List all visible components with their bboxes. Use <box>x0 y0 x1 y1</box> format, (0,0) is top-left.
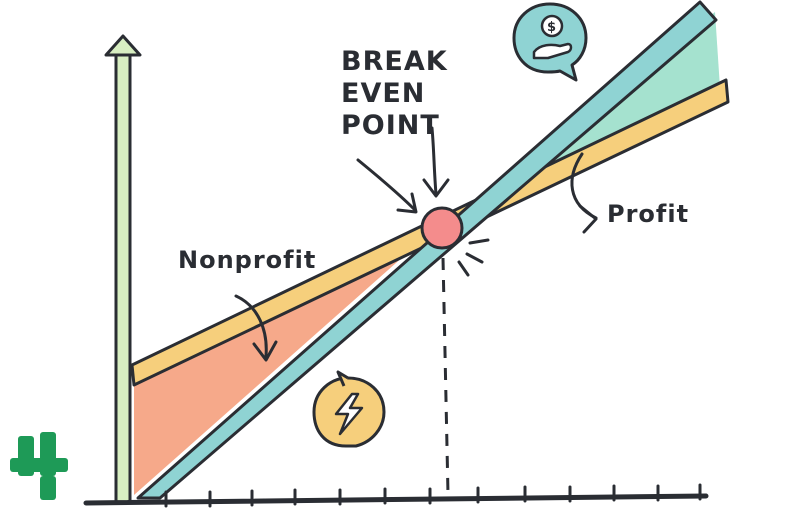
break-even-label-line2: EVEN <box>341 78 425 109</box>
y-axis-arrow <box>104 34 142 57</box>
profit-arrow-head <box>578 204 598 234</box>
profit-label: Profit <box>607 200 689 228</box>
sparkle-marks <box>457 238 490 277</box>
break-even-label-line1: BREAK <box>341 46 448 77</box>
x-axis <box>83 493 709 506</box>
dollar-hand-speech-bubble-icon: $ <box>512 2 588 82</box>
y-axis <box>114 50 132 504</box>
nonprofit-label: Nonprofit <box>178 246 316 274</box>
revenue-line <box>136 0 718 500</box>
break-even-drop-line <box>441 257 450 495</box>
x-axis-ticks <box>164 483 702 508</box>
break-even-arrow-down-head <box>422 178 450 198</box>
break-even-arrow-left <box>356 158 417 212</box>
break-even-label-line3: POINT <box>341 110 440 141</box>
brand-logo-icon <box>10 432 68 500</box>
lightning-speech-bubble-icon <box>312 370 386 448</box>
nonprofit-arrow-head <box>252 340 278 362</box>
break-even-arrow-down <box>430 126 438 196</box>
nonprofit-arrow <box>234 294 268 358</box>
svg-text:$: $ <box>547 20 556 35</box>
break-even-arrow-left-head <box>396 192 418 214</box>
loss-area <box>134 240 422 495</box>
break-even-point <box>420 206 464 250</box>
